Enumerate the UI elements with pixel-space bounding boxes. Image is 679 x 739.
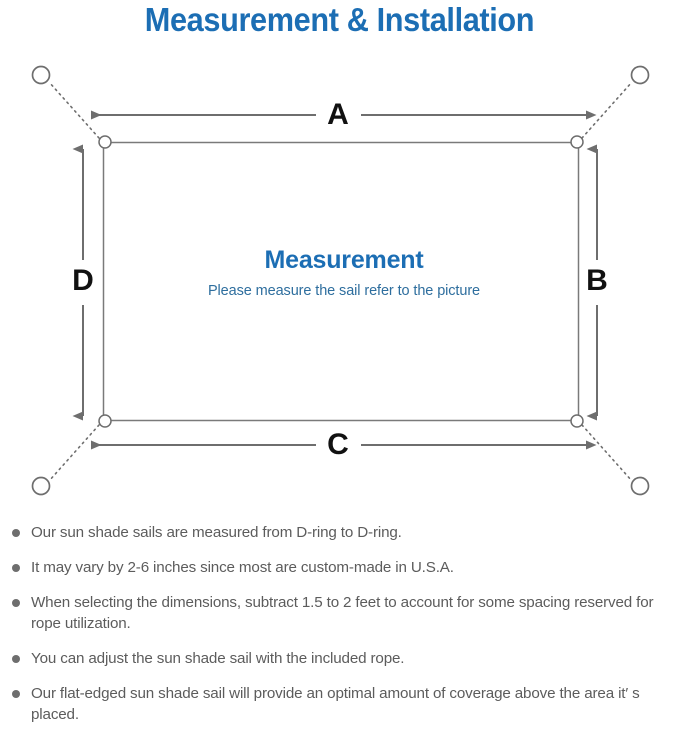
- d-rings: [98, 135, 584, 428]
- list-item: When selecting the dimensions, subtract …: [0, 592, 679, 634]
- list-item: It may vary by 2-6 inches since most are…: [0, 557, 679, 578]
- list-item: Our flat-edged sun shade sail will provi…: [0, 683, 679, 725]
- dimension-c: C: [91, 428, 597, 461]
- rope-line-top-left: [48, 81, 100, 139]
- bullet-icon: [12, 529, 20, 537]
- dimension-a: A: [91, 98, 597, 131]
- rope-line-bottom-left: [48, 424, 100, 482]
- bullet-icon: [12, 690, 20, 698]
- bullet-icon: [12, 564, 20, 572]
- list-item-text: Our flat-edged sun shade sail will provi…: [31, 685, 640, 723]
- bullet-icon: [12, 655, 20, 663]
- list-item-text: When selecting the dimensions, subtract …: [31, 594, 654, 632]
- bullet-icon: [12, 599, 20, 607]
- anchor-point-top-left-icon: [31, 65, 51, 85]
- page-title: Measurement & Installation: [144, 1, 535, 38]
- anchor-point-bottom-right-icon: [630, 476, 650, 496]
- measurement-diagram: A C D B Measurement Please measure the s…: [0, 48, 679, 518]
- dimension-d-label: D: [72, 264, 94, 297]
- anchor-point-bottom-left-icon: [31, 476, 51, 496]
- list-item-text: Our sun shade sails are measured from D-…: [31, 524, 402, 541]
- dimension-b-label: B: [586, 264, 608, 297]
- d-ring-bottom-right-icon: [570, 414, 584, 428]
- rope-lines: [48, 81, 633, 482]
- dimension-d: D: [72, 144, 94, 421]
- notes-list: Our sun shade sails are measured from D-…: [0, 522, 679, 725]
- dimension-b: B: [586, 144, 608, 421]
- measurement-diagram-svg: A C D B Measurement Please measure the s…: [31, 65, 650, 496]
- sail-shape: [102, 141, 580, 422]
- d-ring-top-left-icon: [98, 135, 112, 149]
- anchor-point-top-right-icon: [630, 65, 650, 85]
- d-ring-bottom-left-icon: [98, 414, 112, 428]
- sail-center-title: Measurement: [265, 246, 425, 274]
- list-item: You can adjust the sun shade sail with t…: [0, 648, 679, 669]
- dimension-c-label: C: [327, 428, 349, 461]
- rope-line-top-right: [581, 81, 633, 139]
- list-item-text: It may vary by 2-6 inches since most are…: [31, 559, 454, 576]
- list-item-text: You can adjust the sun shade sail with t…: [31, 650, 405, 667]
- list-item: Our sun shade sails are measured from D-…: [0, 522, 679, 543]
- dimension-a-label: A: [327, 98, 349, 131]
- anchor-points: [31, 65, 650, 496]
- sail-center-subtitle: Please measure the sail refer to the pic…: [208, 283, 480, 299]
- rope-line-bottom-right: [581, 424, 633, 482]
- d-ring-top-right-icon: [570, 135, 584, 149]
